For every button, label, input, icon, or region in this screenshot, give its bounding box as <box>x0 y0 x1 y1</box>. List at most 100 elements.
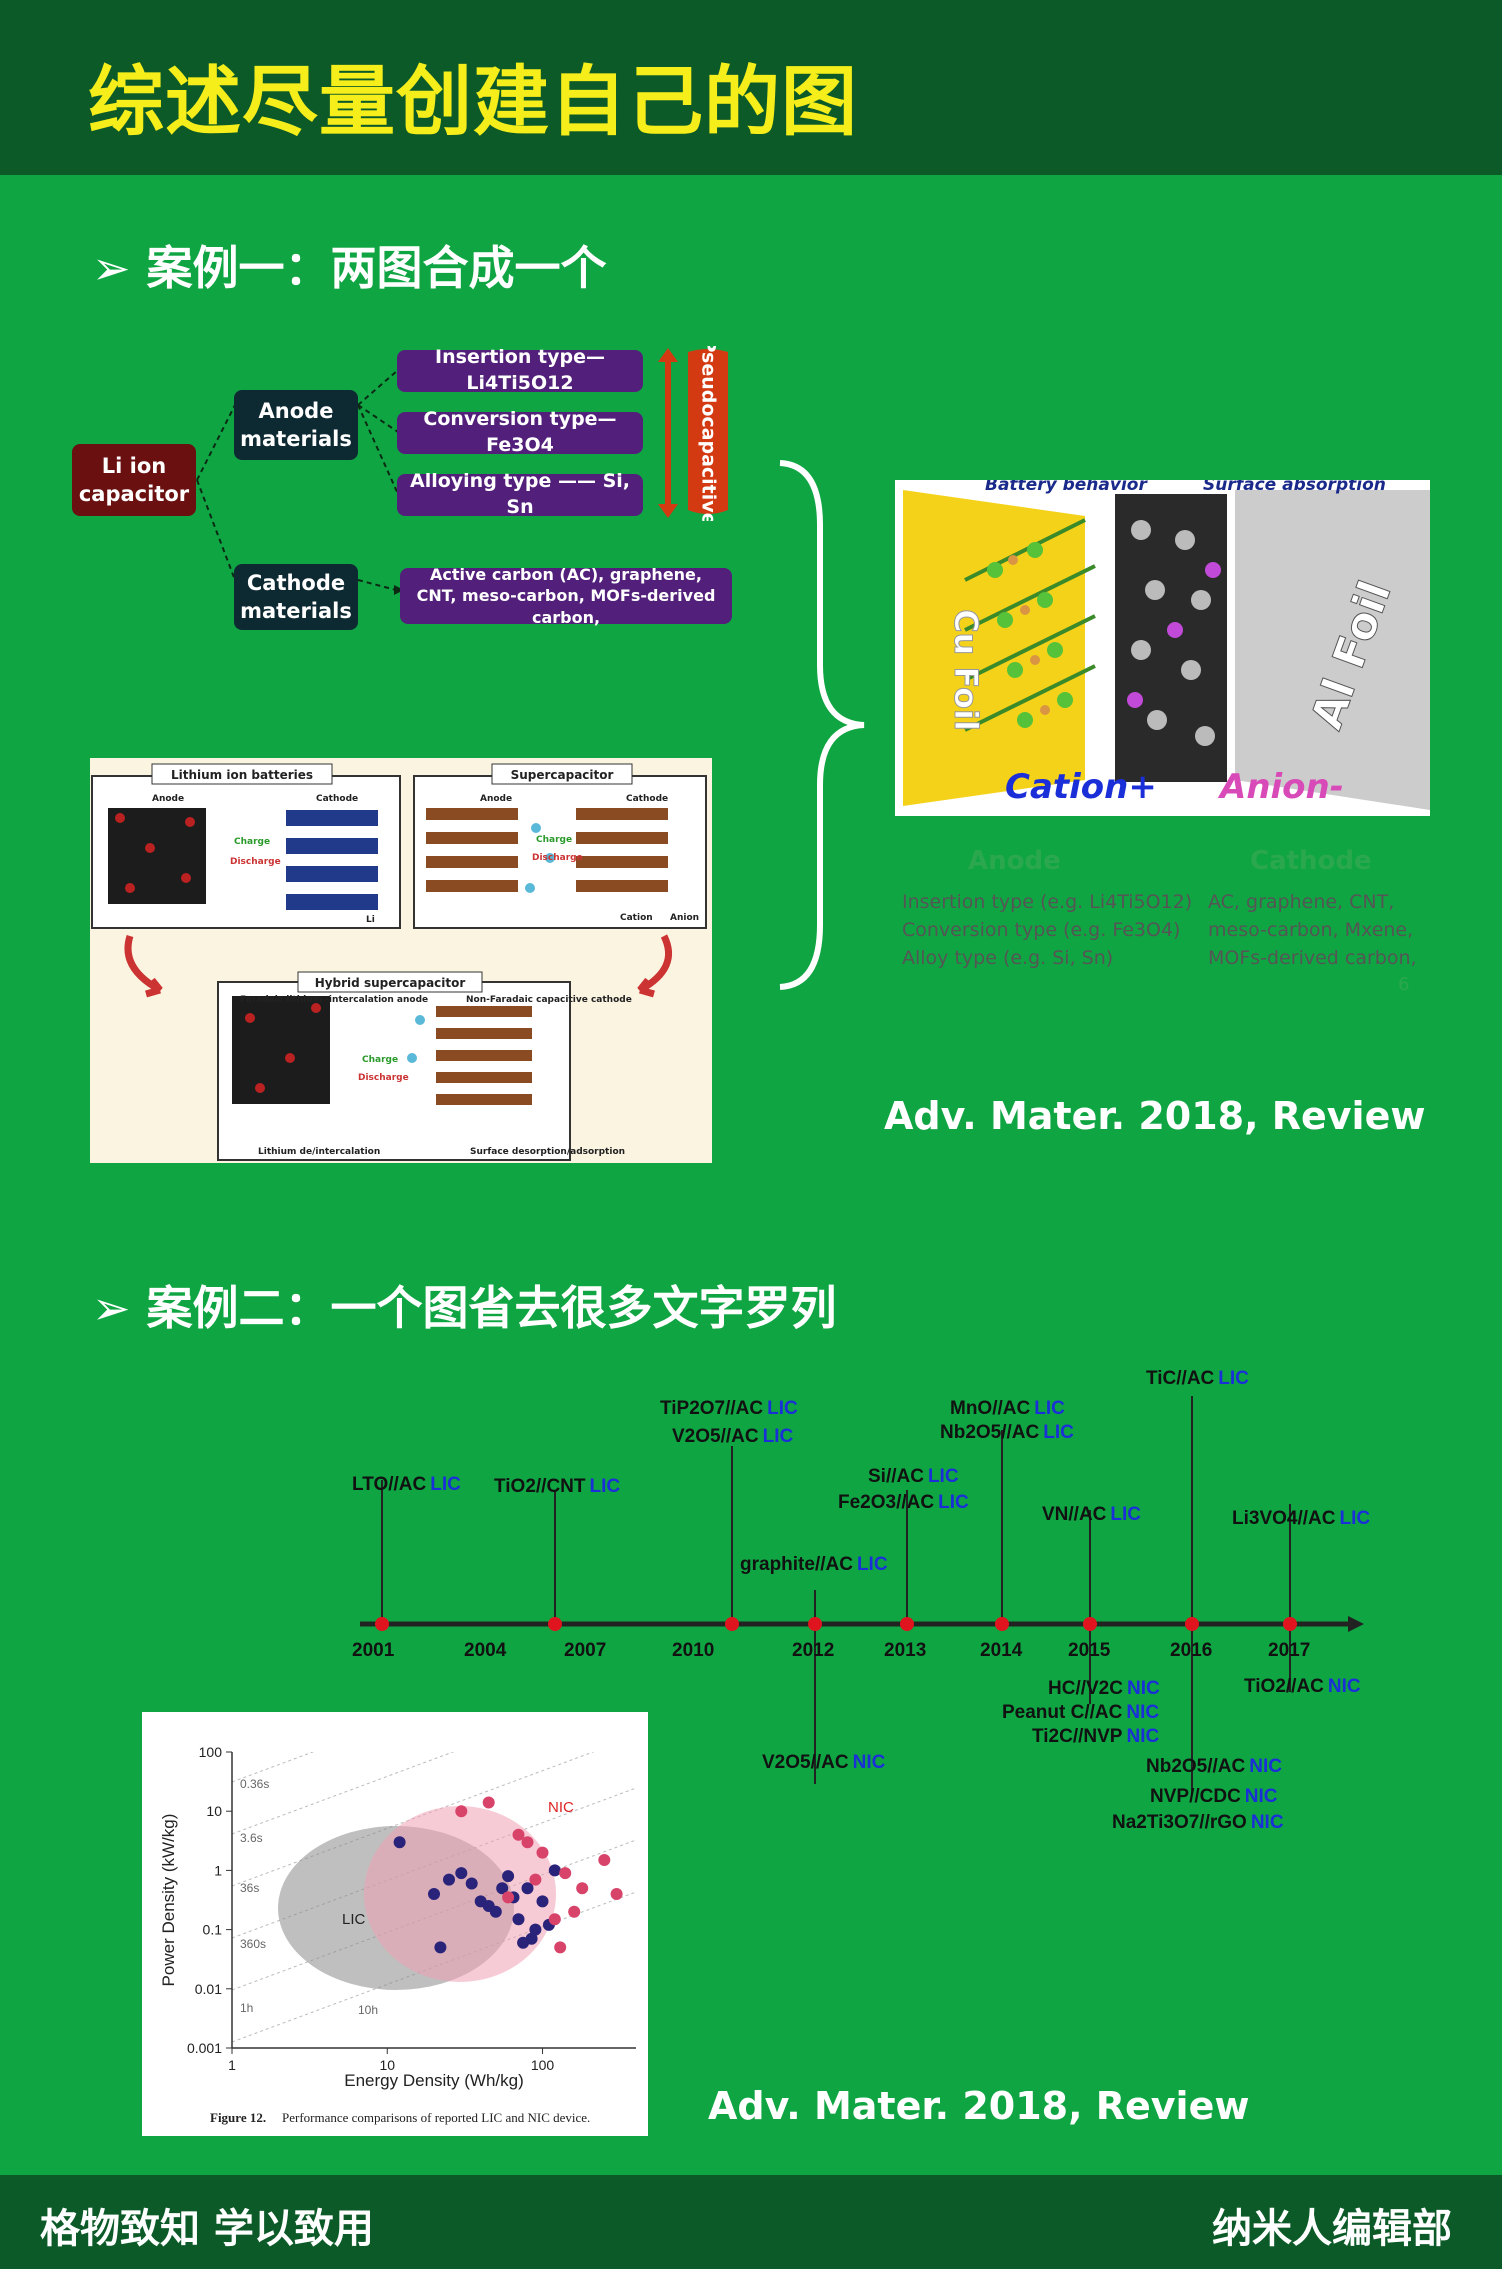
timeline-material: VN//AC <box>1042 1504 1107 1525</box>
timeline-material: TiP2O7//AC <box>660 1398 764 1419</box>
timeline-material: HC//V2C <box>1048 1678 1123 1699</box>
ragone-xtick-label: 100 <box>531 2057 555 2073</box>
lic-data-point <box>496 1882 509 1895</box>
flow-anode-materials: Anode materials <box>234 390 358 460</box>
flow-cathode-materials: Cathode materials <box>234 564 358 630</box>
illus-cu-foil: Cu Foil <box>947 609 985 731</box>
timeline-tag-lic: LIC <box>589 1476 621 1497</box>
nic-data-point <box>610 1888 623 1900</box>
timeline-tag-nic: NIC <box>1327 1676 1361 1697</box>
pseudocapacitive-label: Pseudocapacitive <box>698 346 720 521</box>
timeline-event-dot <box>995 1617 1009 1631</box>
footer-bar <box>0 2175 1502 2269</box>
sch-sc-discharge: Discharge <box>532 853 583 863</box>
timeline-material: Na2Ti3O7//rGO <box>1112 1812 1247 1833</box>
timeline-year-2016: 2016 <box>1170 1640 1213 1661</box>
caption-cathode-title: Cathode <box>1250 846 1372 876</box>
timeline-material: V2O5//AC <box>762 1752 849 1773</box>
ragone-time-line <box>232 1752 315 1783</box>
caption-anode-line-3: Alloy type (e.g. Si, Sn) <box>902 947 1114 969</box>
timeline-tag-lic: LIC <box>430 1474 461 1495</box>
timeline-tag-lic: LIC <box>1043 1422 1074 1443</box>
illus-cation: Cation+ <box>1005 767 1157 807</box>
timeline-material: LTO//AC <box>352 1474 427 1495</box>
case2-heading: ➢ 案例二：一个图省去很多文字罗列 <box>92 1281 837 1335</box>
timeline-event-dot <box>1083 1617 1097 1631</box>
timeline-material: Li3VO4//AC <box>1232 1508 1336 1529</box>
timeline-tag-nic: NIC <box>1244 1786 1278 1807</box>
sch-lib-discharge: Discharge <box>230 857 281 867</box>
nic-data-point <box>568 1905 581 1918</box>
lic-data-point <box>502 1870 515 1883</box>
ragone-time-label: 36s <box>240 1881 259 1895</box>
nic-data-point <box>521 1836 534 1849</box>
timeline-year-2007: 2007 <box>564 1640 607 1661</box>
timeline-tag-nic: NIC <box>1126 1702 1160 1723</box>
timeline-event-dot <box>808 1617 822 1631</box>
timeline-tag-lic: LIC <box>938 1492 969 1513</box>
ragone-time-label: 10h <box>358 2003 378 2017</box>
flow-connectors <box>196 369 404 595</box>
lic-data-point <box>529 1923 542 1936</box>
flow-alloying-type: Alloying type —— Si, Sn <box>397 470 643 518</box>
lic-data-point <box>434 1941 447 1954</box>
electrode-drawing: Battery behavior Surface absorption Cu F… <box>903 480 1430 810</box>
nic-data-point <box>548 1913 561 1926</box>
ragone-xtick-label: 1 <box>228 2057 236 2073</box>
brace <box>779 460 865 990</box>
ragone-lic-label: LIC <box>342 1911 366 1928</box>
ragone-xlabel: Energy Density (Wh/kg) <box>344 2071 524 2090</box>
sch-lib-anode: Anode <box>152 794 184 804</box>
lic-data-point <box>443 1873 455 1886</box>
caption-cathode-line-1: AC, graphene, CNT, <box>1208 891 1395 913</box>
timeline-year-2013: 2013 <box>884 1640 927 1661</box>
sch-sc-cathode: Cathode <box>626 794 668 804</box>
lic-data-point <box>455 1867 468 1880</box>
timeline-axis <box>360 1396 1364 1794</box>
caption-page-number: 6 <box>1398 974 1410 995</box>
nic-data-point <box>482 1796 495 1809</box>
caption-anode-line-1: Insertion type (e.g. Li4Ti5O12) <box>902 891 1193 913</box>
timeline-material: NVP//CDC <box>1150 1786 1241 1807</box>
ragone-caption: Performance comparisons of reported LIC … <box>282 2110 590 2125</box>
ragone-ylabel: Power Density (kW/kg) <box>159 1814 178 1987</box>
sch-nonfaradaic: Non-Faradaic capacitive cathode <box>466 995 632 1005</box>
timeline-tag-nic: NIC <box>1250 1812 1284 1833</box>
nic-data-point <box>512 1828 525 1841</box>
sch-lib-charge: Charge <box>234 837 270 847</box>
header-bar <box>0 0 1502 175</box>
sch-hy-charge: Charge <box>362 1055 398 1065</box>
timeline-year-2001: 2001 <box>352 1640 395 1661</box>
timeline-material: Nb2O5//AC <box>940 1422 1040 1443</box>
timeline-event-dot <box>375 1617 389 1631</box>
ragone-ytick-label: 100 <box>199 1744 223 1760</box>
caption-cathode-line-3: MOFs-derived carbon, <box>1208 947 1417 969</box>
timeline-material: TiC//AC <box>1146 1368 1215 1389</box>
timeline-tag-lic: LIC <box>762 1426 794 1447</box>
timeline-year-2014: 2014 <box>980 1640 1023 1661</box>
timeline-year-2010: 2010 <box>672 1640 715 1661</box>
timeline-event-dot <box>900 1617 914 1631</box>
nic-data-point <box>559 1867 572 1880</box>
sch-surface: Surface desorption/adsorption <box>470 1147 625 1157</box>
pseudocapacitive-arrow: Pseudocapacitive <box>658 346 728 521</box>
lic-data-point <box>428 1888 440 1900</box>
sch-faradaic: Faradaic lithium -intercalation anode <box>240 995 428 1005</box>
nic-data-point <box>576 1882 589 1895</box>
timeline-material: Peanut C//AC <box>1002 1702 1123 1723</box>
case1-citation: Adv. Mater. 2018, Review <box>884 1094 1426 1138</box>
timeline-tag-lic: LIC <box>1034 1398 1065 1419</box>
ragone-time-label: 3.6s <box>240 1831 263 1845</box>
illus-surface-absorption: Surface absorption <box>1203 480 1386 495</box>
